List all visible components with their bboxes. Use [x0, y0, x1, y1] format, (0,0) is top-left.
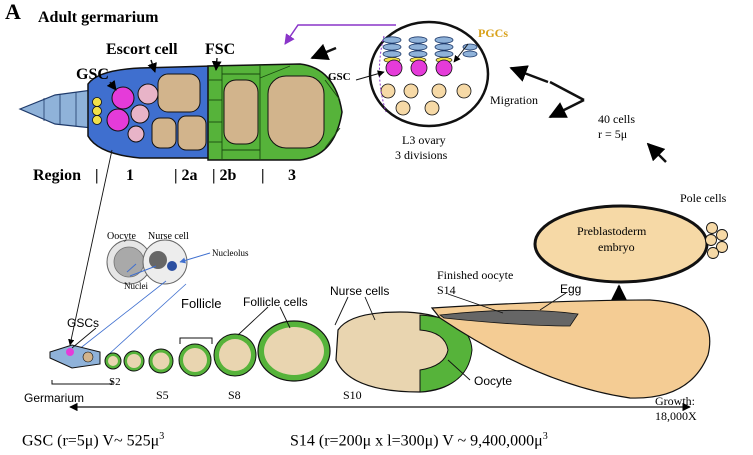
region-1: 1	[126, 167, 134, 184]
divisions-label: 3 divisions	[395, 148, 448, 162]
preblastoderm-label: Preblastoderm	[577, 224, 647, 238]
region-separator: |	[95, 167, 99, 184]
region-3: 3	[288, 167, 296, 184]
growth-value: 18,000X	[655, 409, 697, 423]
s14-volume-exponent: 3	[542, 431, 548, 442]
s14-volume-main: S14 (r=200μ x l=300μ) V ~ 9,400,000μ	[290, 432, 543, 450]
adult-germarium-drawing	[18, 57, 343, 161]
s8-label: S8	[228, 388, 241, 402]
follicle-cells-label: Follicle cells	[243, 295, 308, 309]
escort-cell-label: Escort cell	[106, 41, 178, 58]
nurse-cell-inset	[77, 239, 211, 356]
preblastoderm-embryo-drawing	[533, 204, 728, 284]
region-label: Region	[33, 167, 81, 184]
nurse-cells-label: Nurse cells	[330, 284, 390, 298]
oocyte-label: Oocyte	[474, 374, 513, 388]
l3-ovary-drawing	[355, 20, 490, 128]
panel-letter: A	[5, 0, 21, 24]
s10-label: S10	[343, 388, 362, 402]
fsc-label: FSC	[205, 41, 236, 58]
cells-count-label: 40 cells	[598, 112, 635, 126]
nuclei-label: Nuclei	[124, 281, 148, 291]
pgcs-label: PGCs	[478, 26, 508, 40]
pole-cells-label: Pole cells	[680, 191, 727, 205]
finished-oocyte-label: Finished oocyte	[437, 268, 514, 282]
region-2a: | 2a	[174, 167, 198, 184]
gscs-label: GSCs	[67, 316, 100, 330]
germarium-label: Germarium	[24, 391, 85, 405]
adult-germarium-title: Adult germarium	[38, 9, 159, 26]
l3-gsc-label: GSC	[328, 71, 351, 83]
migration-label: Migration	[490, 93, 538, 107]
gsc-volume-exponent: 3	[159, 431, 165, 442]
ovariole-drawing	[49, 292, 711, 412]
radius-label: r = 5μ	[598, 127, 628, 141]
region-2b: | 2b	[212, 167, 237, 184]
gsc-volume-main: GSC (r=5μ) V~ 525μ	[22, 432, 160, 450]
region-separator-2: |	[261, 167, 265, 184]
l3-ovary-label: L3 ovary	[402, 133, 446, 147]
inset-nurse-cell-label: Nurse cell	[148, 231, 189, 242]
gsc-label: GSC	[76, 66, 109, 83]
inset-oocyte-label: Oocyte	[107, 231, 136, 242]
growth-label: Growth:	[655, 394, 695, 408]
gsc-volume-text: GSC (r=5μ) V~ 525μ3	[22, 432, 164, 449]
s2-label: S2	[109, 376, 121, 388]
nucleolus-label: Nucleolus	[212, 248, 249, 258]
s14-label: S14	[437, 283, 456, 297]
embryo-label: embryo	[598, 240, 635, 254]
egg-label: Egg	[560, 282, 582, 296]
s5-label: S5	[156, 388, 169, 402]
follicle-label: Follicle	[181, 296, 222, 311]
s14-volume-text: S14 (r=200μ x l=300μ) V ~ 9,400,000μ3	[290, 432, 548, 449]
